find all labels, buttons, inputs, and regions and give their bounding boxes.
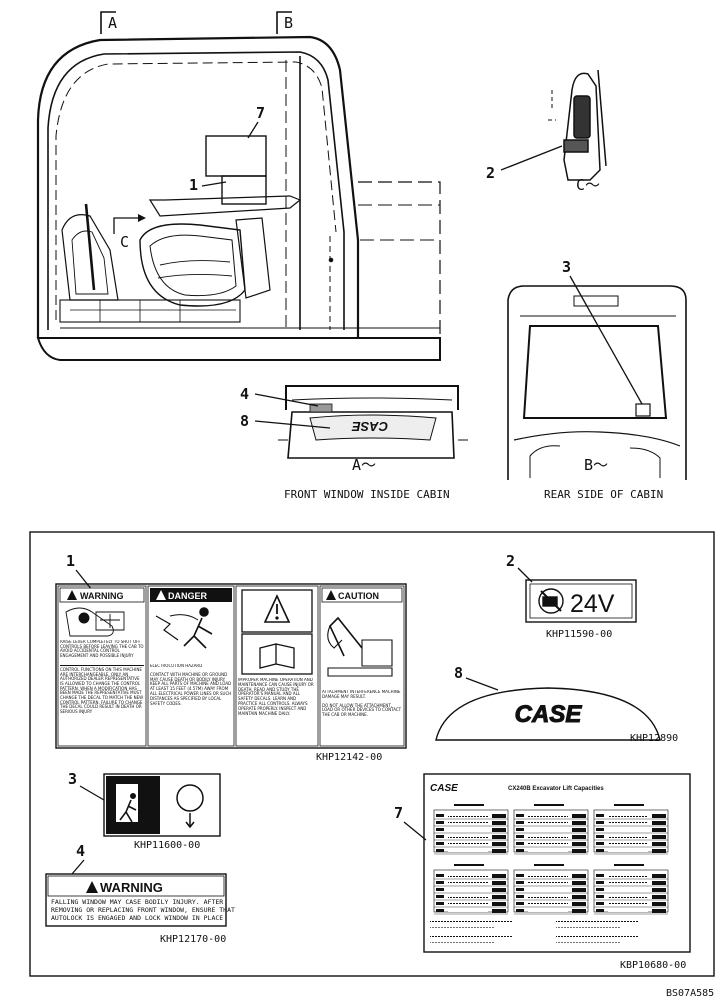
lift-table-4 [433, 864, 509, 915]
decal-7: 7 CASE CX240B Excavator Lift Capacities … [394, 773, 691, 971]
caution-triangle-icon [326, 590, 336, 600]
warning-triangle-icon [67, 590, 77, 600]
footnote-line [430, 941, 494, 943]
view-a-brand: CASE [352, 419, 388, 434]
decal-1-caution-text-1: ATTACHMENT INTERFERENCE MACHINE DAMAGE M… [322, 690, 401, 699]
figure-id: BS07A585 [666, 988, 714, 999]
view-b-rear-side [507, 285, 687, 480]
footnote-line [430, 931, 530, 933]
footnote-line [556, 941, 620, 943]
footnote-line [430, 926, 494, 928]
decal-4-part-number: KHP12170-00 [160, 934, 226, 945]
footnote-line [556, 921, 638, 923]
decal-2-number: 2 [506, 552, 515, 570]
decal-4-text-1: FALLING WINDOW MAY CASE BODILY INJURY. A… [51, 898, 223, 906]
decal-7-brand: CASE [430, 783, 458, 794]
section-marker-b: B [276, 11, 293, 34]
view-c-label: C～ [576, 176, 600, 194]
decal-1-number: 1 [66, 552, 75, 570]
decal-8-part-number: KHP12890 [630, 733, 678, 744]
decal-4-text-2: REMOVING OR REPLACING FRONT WINDOW, ENSU… [51, 906, 235, 914]
footnote-line [556, 926, 620, 928]
decal-4-heading: WARNING [100, 880, 163, 895]
view-a-caption: FRONT WINDOW INSIDE CABIN [284, 488, 450, 501]
lift-table-6 [593, 864, 669, 915]
footnote-line [556, 936, 638, 938]
decal-3-number: 3 [68, 770, 77, 788]
svg-text:4: 4 [240, 385, 249, 403]
decal-1: 1 WARNING RAISE LEVER COMPLETELY TO SHUT… [55, 552, 407, 763]
decal-2: 2 24V KHP11590-00 [506, 552, 637, 640]
section-marker-a: A [100, 11, 117, 34]
view-c-switch [548, 69, 607, 181]
callout-4: 4 [240, 385, 319, 407]
decal-2-part-number: KHP11590-00 [546, 629, 612, 640]
svg-text:CAUTION: CAUTION [338, 591, 379, 601]
danger-triangle-icon [156, 590, 166, 600]
attachment-interference-icon [327, 616, 393, 677]
footnote-line [556, 931, 656, 933]
pull-ring-icon [176, 784, 204, 829]
svg-text:1: 1 [189, 176, 198, 194]
footnote-line [430, 936, 512, 938]
read-manual-icon [241, 589, 313, 675]
section-marker-c: C [113, 214, 146, 251]
decal-4-text-3: AUTOLOCK IS ENGAGED AND LOCK WINDOW IN P… [51, 914, 223, 922]
svg-text:WARNING: WARNING [80, 591, 124, 601]
callout-7: 7 [247, 104, 265, 139]
electrocution-icon [155, 607, 213, 649]
view-b-caption: REAR SIDE OF CABIN [544, 488, 663, 501]
decal-8-number: 8 [454, 664, 463, 682]
footnote-line [556, 916, 656, 918]
decal-1-manual-text: IMPROPER MACHINE OPERATION AND MAINTENAN… [238, 678, 314, 716]
view-b-label: B～ [584, 456, 608, 474]
footnote-line [430, 916, 530, 918]
lift-table-3 [593, 804, 669, 855]
svg-text:3: 3 [562, 258, 571, 276]
svg-text:2: 2 [486, 164, 495, 182]
decal-1-caution-text-2: DO NOT ALLOW THE ATTACHMENT, LOAD OR OTH… [322, 702, 402, 718]
footnote-line [430, 921, 512, 923]
decal-7-number: 7 [394, 804, 403, 822]
decal-7-title: CX240B Excavator Lift Capacities [508, 786, 604, 792]
svg-text:8: 8 [240, 412, 249, 430]
lift-capacity-tables [430, 804, 669, 943]
decal-4-number: 4 [76, 842, 85, 860]
svg-text:7: 7 [256, 104, 265, 122]
decal-4: 4 WARNING FALLING WINDOW MAY CASE BODILY… [45, 842, 235, 945]
decal-1-warning-text-2: CONTROL FUNCTIONS ON THIS MACHINE ARE IN… [60, 666, 144, 715]
lift-table-5 [513, 864, 589, 915]
view-a-label: A～ [352, 456, 376, 474]
svg-text:DANGER: DANGER [168, 591, 208, 601]
decal-sheet-frame [29, 531, 715, 977]
view-a-front-window [278, 385, 468, 459]
decal-7-part-number: KBP10680-00 [620, 960, 686, 971]
svg-text:C: C [120, 233, 129, 251]
decal-1-danger-heading: ELECTROCUTION HAZARD [150, 664, 203, 668]
decal-1-part-number: KHP12142-00 [316, 752, 382, 763]
svg-text:A: A [108, 14, 117, 32]
lift-table-1 [433, 804, 509, 855]
decal-2-voltage: 24V [570, 590, 615, 618]
decal-8-brand: CASE [515, 701, 583, 728]
decal-1-warning-text-1: RAISE LEVER COMPLETELY TO SHUT OFF CONTR… [60, 640, 144, 659]
decal-1-danger-text: CONTACT WITH MACHINE OR GROUND MAY CAUSE… [150, 671, 232, 706]
decal-3-part-number: KHP11600-00 [134, 840, 200, 851]
decal-3: 3 KHP11600-00 [68, 770, 221, 851]
emergency-exit-icon [116, 784, 138, 823]
callout-1: 1 [189, 176, 227, 194]
callout-3: 3 [562, 258, 643, 405]
no-battery-icon [538, 588, 564, 614]
lift-table-2 [513, 804, 589, 855]
callout-2: 2 [486, 145, 563, 182]
decal-8: 8 CASE KHP12890 [435, 664, 678, 744]
callout-8: 8 [240, 412, 331, 430]
svg-text:B: B [284, 14, 293, 32]
cab-side-view: A B [36, 11, 441, 361]
warning-triangle-icon [86, 881, 98, 893]
